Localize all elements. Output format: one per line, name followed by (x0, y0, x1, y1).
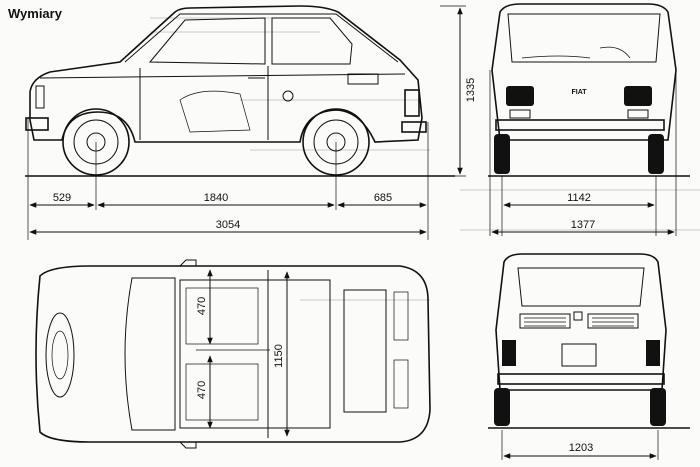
dim-rear-overhang: 685 (374, 192, 392, 204)
side-view (25, 5, 466, 240)
front-dimensions (491, 202, 675, 235)
dim-front-track: 1142 (567, 192, 591, 204)
background-lines (150, 17, 700, 301)
dim-legroom-front: 470 (196, 381, 208, 399)
dim-height: 1335 (465, 78, 477, 102)
dim-legroom-rear: 470 (196, 297, 208, 315)
top-view (35, 259, 431, 449)
dim-front-overhang: 529 (53, 192, 71, 204)
front-badge: FIAT (571, 89, 587, 96)
side-dimensions (29, 7, 463, 235)
rear-view (488, 253, 690, 460)
top-dimensions (196, 269, 290, 437)
dim-interior-length: 1150 (273, 344, 285, 368)
dim-length: 3054 (216, 219, 240, 231)
page-title: Wymiary (8, 6, 62, 21)
front-view (488, 3, 690, 236)
dim-width: 1377 (571, 219, 595, 231)
dim-wheelbase: 1840 (204, 192, 228, 204)
dim-rear-track: 1203 (569, 442, 593, 454)
